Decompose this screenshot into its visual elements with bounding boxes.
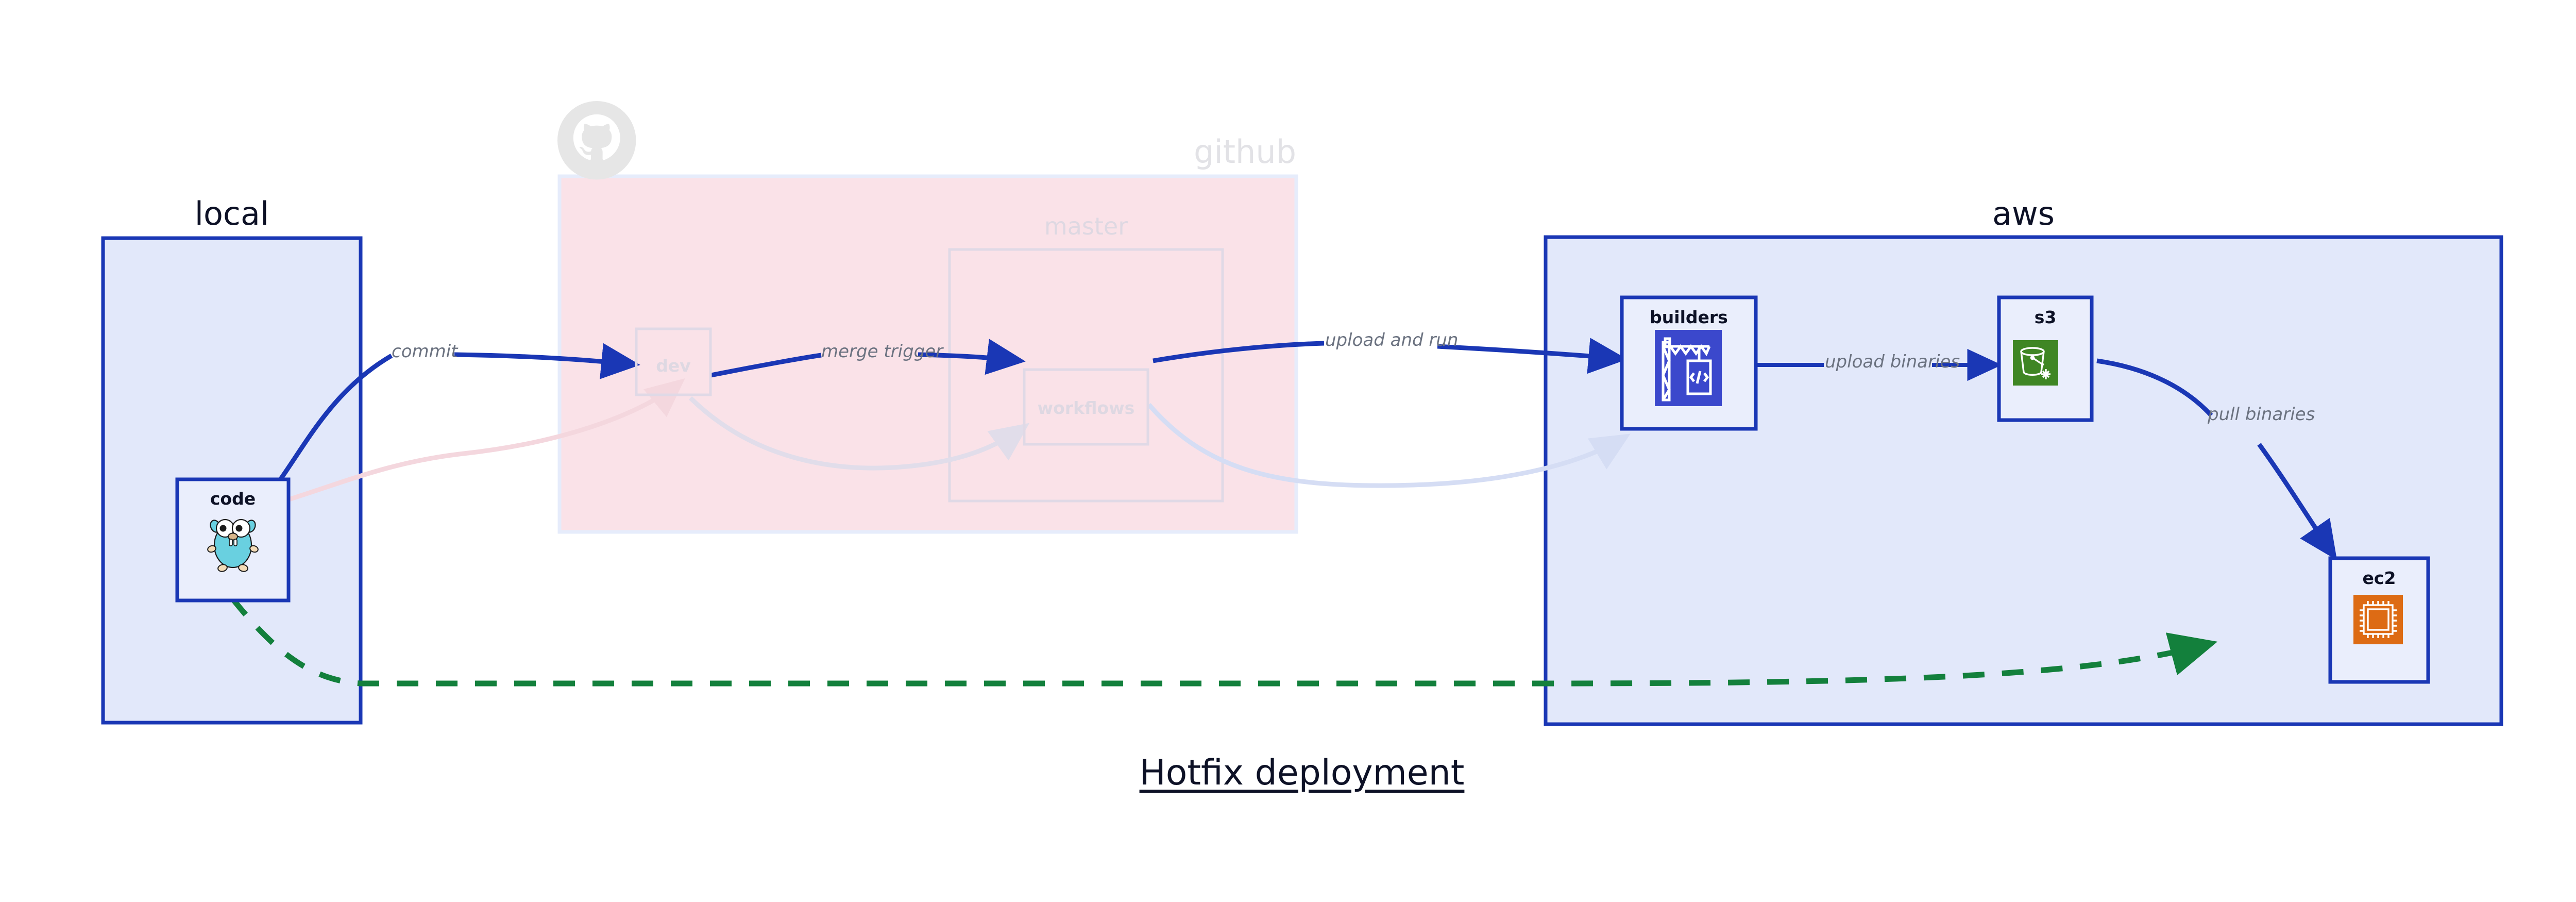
edge-commit [271, 354, 393, 491]
node-label-s3: s3 [2034, 307, 2057, 327]
edge-label-upload-binaries: upload binaries [1825, 352, 1960, 372]
aws-ec2-chip-icon [2353, 595, 2403, 644]
node-label-builders: builders [1650, 307, 1728, 327]
group-label-github: github [1194, 133, 1296, 171]
diagram-title: Hotfix deployment [1139, 753, 1465, 793]
edge-code-dev-faded [231, 378, 685, 518]
edge-commit-tail [454, 343, 640, 379]
edge-pull-binaries [2096, 358, 2213, 417]
edge-label-merge-trigger: merge trigger [821, 341, 943, 362]
edge-label-upload-and-run: upload and run [1325, 330, 1459, 350]
edge-dev-workflows-faded [688, 396, 1030, 471]
github-octocat-icon [557, 101, 636, 180]
edge-upload-and-run [1153, 341, 1325, 363]
edge-merge-trigger [710, 353, 822, 378]
node-label-code: code [210, 489, 256, 509]
node-label-dev: dev [656, 356, 691, 376]
subgroup-label-master: master [1044, 212, 1128, 240]
edge-hotfix-dashed [229, 596, 2218, 687]
group-label-aws: aws [1992, 195, 2055, 232]
edge-pull-binaries-tail [2257, 443, 2337, 560]
group-master [948, 248, 1224, 503]
edge-label-pull-binaries: pull binaries [2208, 404, 2315, 425]
group-label-local: local [194, 195, 269, 232]
edge-label-commit: commit [392, 341, 458, 362]
go-gopher-icon [207, 519, 259, 572]
edge-merge-trigger-tail [918, 339, 1026, 375]
edge-workflows-builders-faded [1147, 403, 1631, 488]
node-workflows-box[interactable] [1023, 368, 1149, 446]
node-label-ec2: ec2 [2362, 568, 2396, 588]
aws-s3-bucket-icon [2013, 340, 2058, 386]
node-label-workflows: workflows [1037, 398, 1135, 418]
aws-codebuild-icon [1655, 330, 1722, 406]
node-dev-box[interactable] [635, 327, 712, 396]
edge-upload-and-run-tail [1437, 338, 1628, 374]
